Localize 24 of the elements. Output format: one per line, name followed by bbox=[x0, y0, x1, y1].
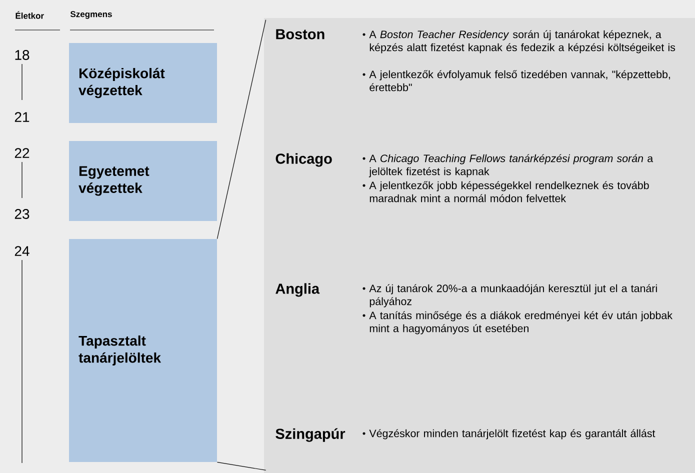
region-heading: Boston bbox=[276, 29, 324, 40]
column-header: Életkor bbox=[16, 11, 44, 19]
region-heading: Anglia bbox=[276, 283, 320, 297]
bullet-text: A jelentkezők évfolyamuk felső tizedében vannak, "képzettebb, érettebb" bbox=[369, 70, 670, 92]
column-header: Szegmens bbox=[70, 11, 112, 19]
bullet-text: A Chicago Teaching Fellows tanárképzési program során a jelöltek fizetést is kapnak bbox=[368, 154, 654, 178]
bullet-text: A Boston Teacher Residency során új tanárokat képeznek, a képzés alatt fizetést kapnak és fedezik a képzési költségeiket is bbox=[369, 30, 676, 54]
segment-box: Középiskolát végzettek bbox=[69, 43, 217, 123]
detail-panel bbox=[264, 18, 695, 473]
age-label: 21 bbox=[14, 112, 30, 122]
region-heading: Szingapúr bbox=[276, 428, 346, 442]
bullet-text: Az új tanárok 20%-a a munkaadóján keresztül jut el a tanári pályához bbox=[369, 284, 657, 308]
segment-box: Tapasztalt tanárjelöltek bbox=[69, 239, 217, 462]
age-label: 24 bbox=[14, 246, 30, 256]
age-label: 18 bbox=[15, 50, 30, 60]
bullet-text: A tanítás minősége és a diákok eredményei két év után jobbak mint a hagyományos út esetében bbox=[369, 311, 672, 334]
zoom-line bbox=[216, 462, 266, 470]
age-label: 23 bbox=[14, 209, 30, 219]
region-heading: Chicago bbox=[276, 153, 332, 167]
segment-box: Egyetemet végzettek bbox=[69, 141, 217, 221]
bullet-text: A jelentkezők jobb képességekkel rendelkeznek és tovább maradnak mint a normál módon felvettek bbox=[369, 181, 649, 202]
zoom-line bbox=[216, 20, 266, 240]
bullet-text: Végzéskor minden tanárjelölt fizetést kap és garantált állást bbox=[369, 429, 656, 440]
age-label: 22 bbox=[14, 148, 30, 158]
